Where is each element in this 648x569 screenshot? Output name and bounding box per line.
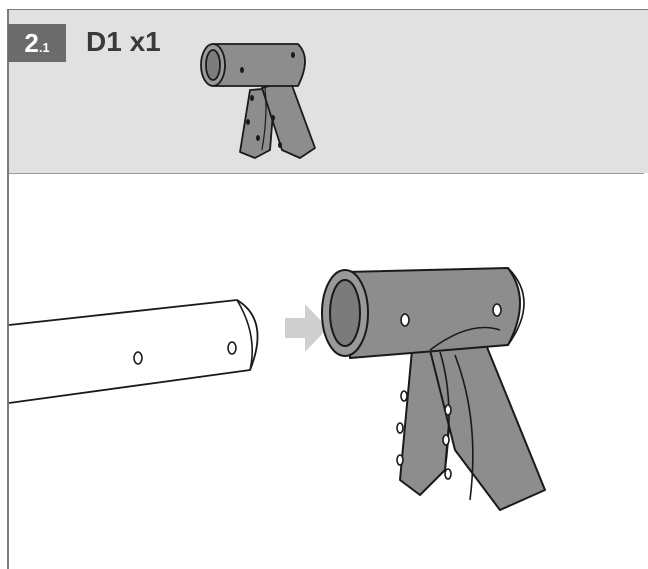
t-connector-illustration — [0, 0, 648, 569]
instruction-page: 2 .1 D1 x1 — [0, 0, 648, 569]
